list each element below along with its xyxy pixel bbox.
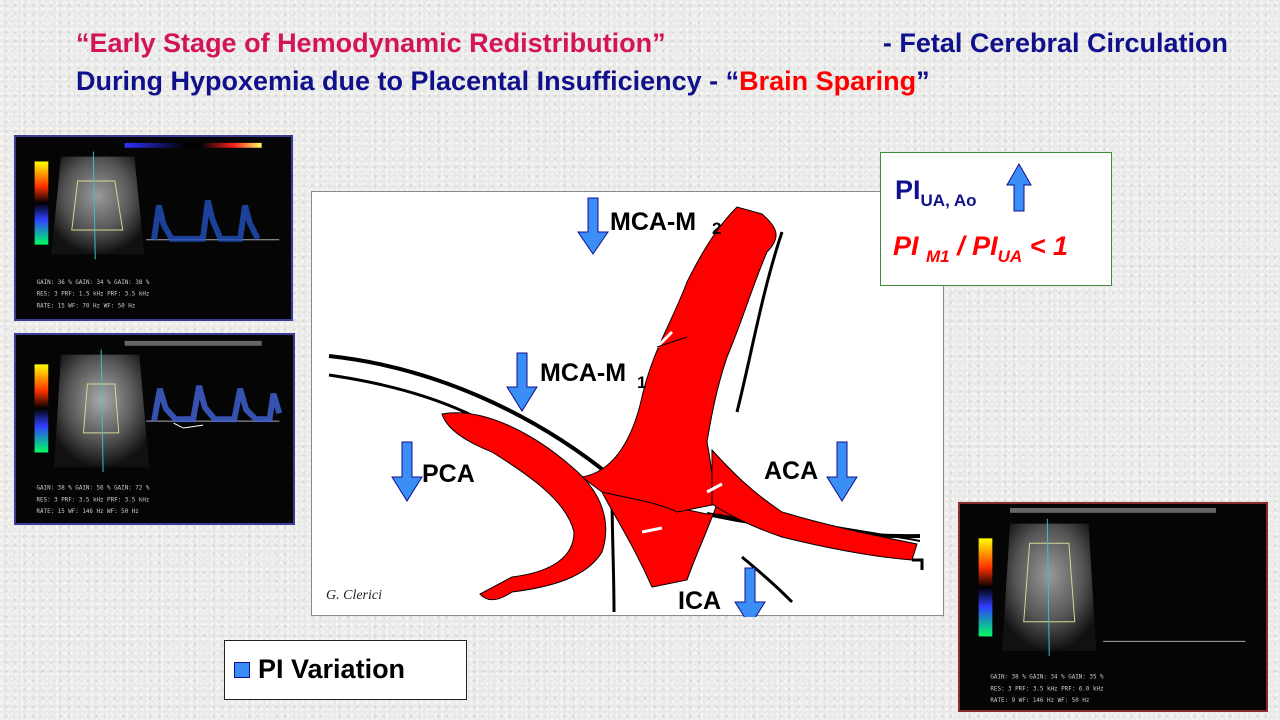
vessel-pca xyxy=(441,412,607,601)
svg-text:RES: 3 PRF: 3.5 kHz PRF: 6: RES: 3 PRF: 3.5 kHz PRF: 6.0 kHz xyxy=(990,686,1103,692)
ultrasound-image-2: GAIN: 38 % GAIN: 56 % GAIN: 72 % RES: 3 … xyxy=(14,333,295,525)
pi-ratio-text: PI M1 / PIUA < 1 xyxy=(893,231,1069,266)
pi-info-box: PIUA, Ao PI M1 / PIUA < 1 xyxy=(880,152,1112,286)
label-mca-m1: MCA-M xyxy=(540,359,626,387)
label-ica: ICA xyxy=(678,587,721,615)
doppler-spectrum-image-2: GAIN: 38 % GAIN: 56 % GAIN: 72 % RES: 3 … xyxy=(34,340,283,515)
pi-ua-ao-text: PIUA, Ao xyxy=(895,175,977,210)
down-arrow-icon xyxy=(391,441,423,502)
svg-text:GAIN: 38 % GAIN: 34 % GAIN:: GAIN: 38 % GAIN: 34 % GAIN: 35 % xyxy=(990,675,1104,681)
svg-text:RES: 3 PRF: 1.5 kHz PRF: 3: RES: 3 PRF: 1.5 kHz PRF: 3.5 kHz xyxy=(37,292,150,298)
up-arrow-icon xyxy=(1006,163,1032,212)
doppler-spectrum-image-1: GAIN: 36 % GAIN: 34 % GAIN: 38 % RES: 3 … xyxy=(34,142,280,309)
legend-label: PI Variation xyxy=(258,654,406,684)
title-quote-close: ” xyxy=(652,28,666,58)
down-arrow-icon xyxy=(506,352,538,412)
title-line-2-quote-open: “ xyxy=(725,66,740,96)
label-pca: PCA xyxy=(422,460,475,488)
title-line-2-quote-close: ” xyxy=(916,66,930,96)
svg-text:RATE: 9 WF: 146 Hz WF: 50: RATE: 9 WF: 146 Hz WF: 50 Hz xyxy=(990,698,1089,704)
svg-text:RES: 3 PRF: 3.5 kHz PRF: 3: RES: 3 PRF: 3.5 kHz PRF: 3.5 kHz xyxy=(37,497,150,503)
label-mca-m2-subscript: 2 xyxy=(712,219,721,238)
vessel-drawing: MCA-M 2 MCA-M 1 PCA ACA ICA G. Clerici xyxy=(326,197,924,617)
label-mca-m2: MCA-M xyxy=(610,208,696,236)
vessel-aca xyxy=(711,448,918,561)
label-aca: ACA xyxy=(764,457,818,485)
svg-text:GAIN: 38 % GAIN: 56 % GAIN:: GAIN: 38 % GAIN: 56 % GAIN: 72 % xyxy=(37,486,150,492)
label-mca-m1-subscript: 1 xyxy=(637,373,646,392)
svg-text:GAIN: 36 % GAIN: 34 % GAIN:: GAIN: 36 % GAIN: 34 % GAIN: 38 % xyxy=(37,280,150,286)
ultrasound-image-3: GAIN: 38 % GAIN: 34 % GAIN: 35 % RES: 3 … xyxy=(958,502,1268,712)
doppler-spectrum-image-3: GAIN: 38 % GAIN: 34 % GAIN: 35 % RES: 3 … xyxy=(978,507,1246,704)
ultrasound-image-1: GAIN: 36 % GAIN: 34 % GAIN: 38 % RES: 3 … xyxy=(14,135,293,321)
title-highlight-early-stage: Early Stage of Hemodynamic Redistributio… xyxy=(89,28,653,58)
title-highlight-brain-sparing: Brain Sparing xyxy=(739,66,917,96)
svg-text:RATE: 15 WF: 146 Hz WF: 50: RATE: 15 WF: 146 Hz WF: 50 Hz xyxy=(37,509,139,515)
down-arrow-icon xyxy=(826,441,858,502)
cerebral-vessel-diagram: MCA-M 2 MCA-M 1 PCA ACA ICA G. Clerici xyxy=(311,191,944,617)
legend-box: PI Variation xyxy=(224,640,467,700)
down-arrow-icon xyxy=(577,197,609,255)
svg-text:RATE: 15 WF: 70 Hz WF: 50: RATE: 15 WF: 70 Hz WF: 50 Hz xyxy=(37,303,136,309)
title-line-2: During Hypoxemia due to Placental Insuff… xyxy=(76,62,1228,100)
slide-title: “Early Stage of Hemodynamic Redistributi… xyxy=(76,24,1228,100)
title-line-2-text: During Hypoxemia due to Placental Insuff… xyxy=(76,66,726,96)
down-arrow-icon xyxy=(734,567,766,617)
title-line-1-rest: - Fetal Cerebral Circulation xyxy=(882,28,1228,58)
legend-square-icon xyxy=(234,662,250,678)
title-line-1: “Early Stage of Hemodynamic Redistributi… xyxy=(76,24,1228,62)
title-quote-open: “ xyxy=(76,28,90,58)
author-credit: G. Clerici xyxy=(326,588,382,603)
